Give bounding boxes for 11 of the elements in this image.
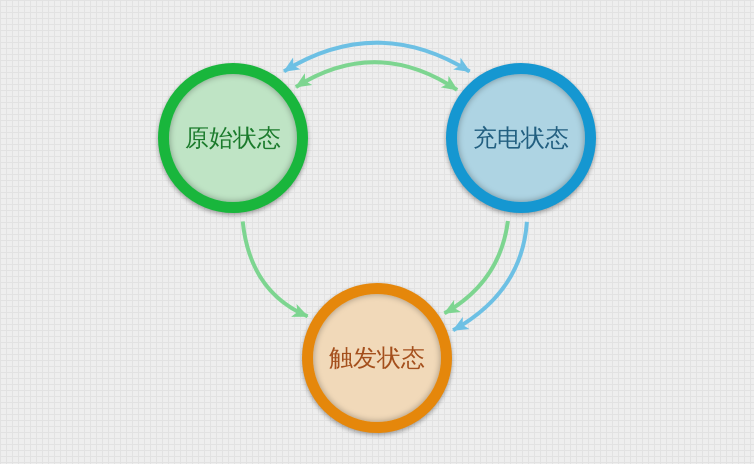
state-circle [446, 63, 596, 213]
state-circle [158, 63, 308, 213]
arrow [283, 40, 471, 74]
arrow [443, 220, 510, 315]
node-label: 触发状态 [329, 344, 425, 372]
state-circle [302, 283, 452, 433]
arrow [452, 222, 529, 332]
node-label: 原始状态 [185, 124, 281, 152]
arrow [294, 60, 458, 92]
arrow [240, 221, 308, 318]
node-label: 充电状态 [473, 124, 569, 152]
